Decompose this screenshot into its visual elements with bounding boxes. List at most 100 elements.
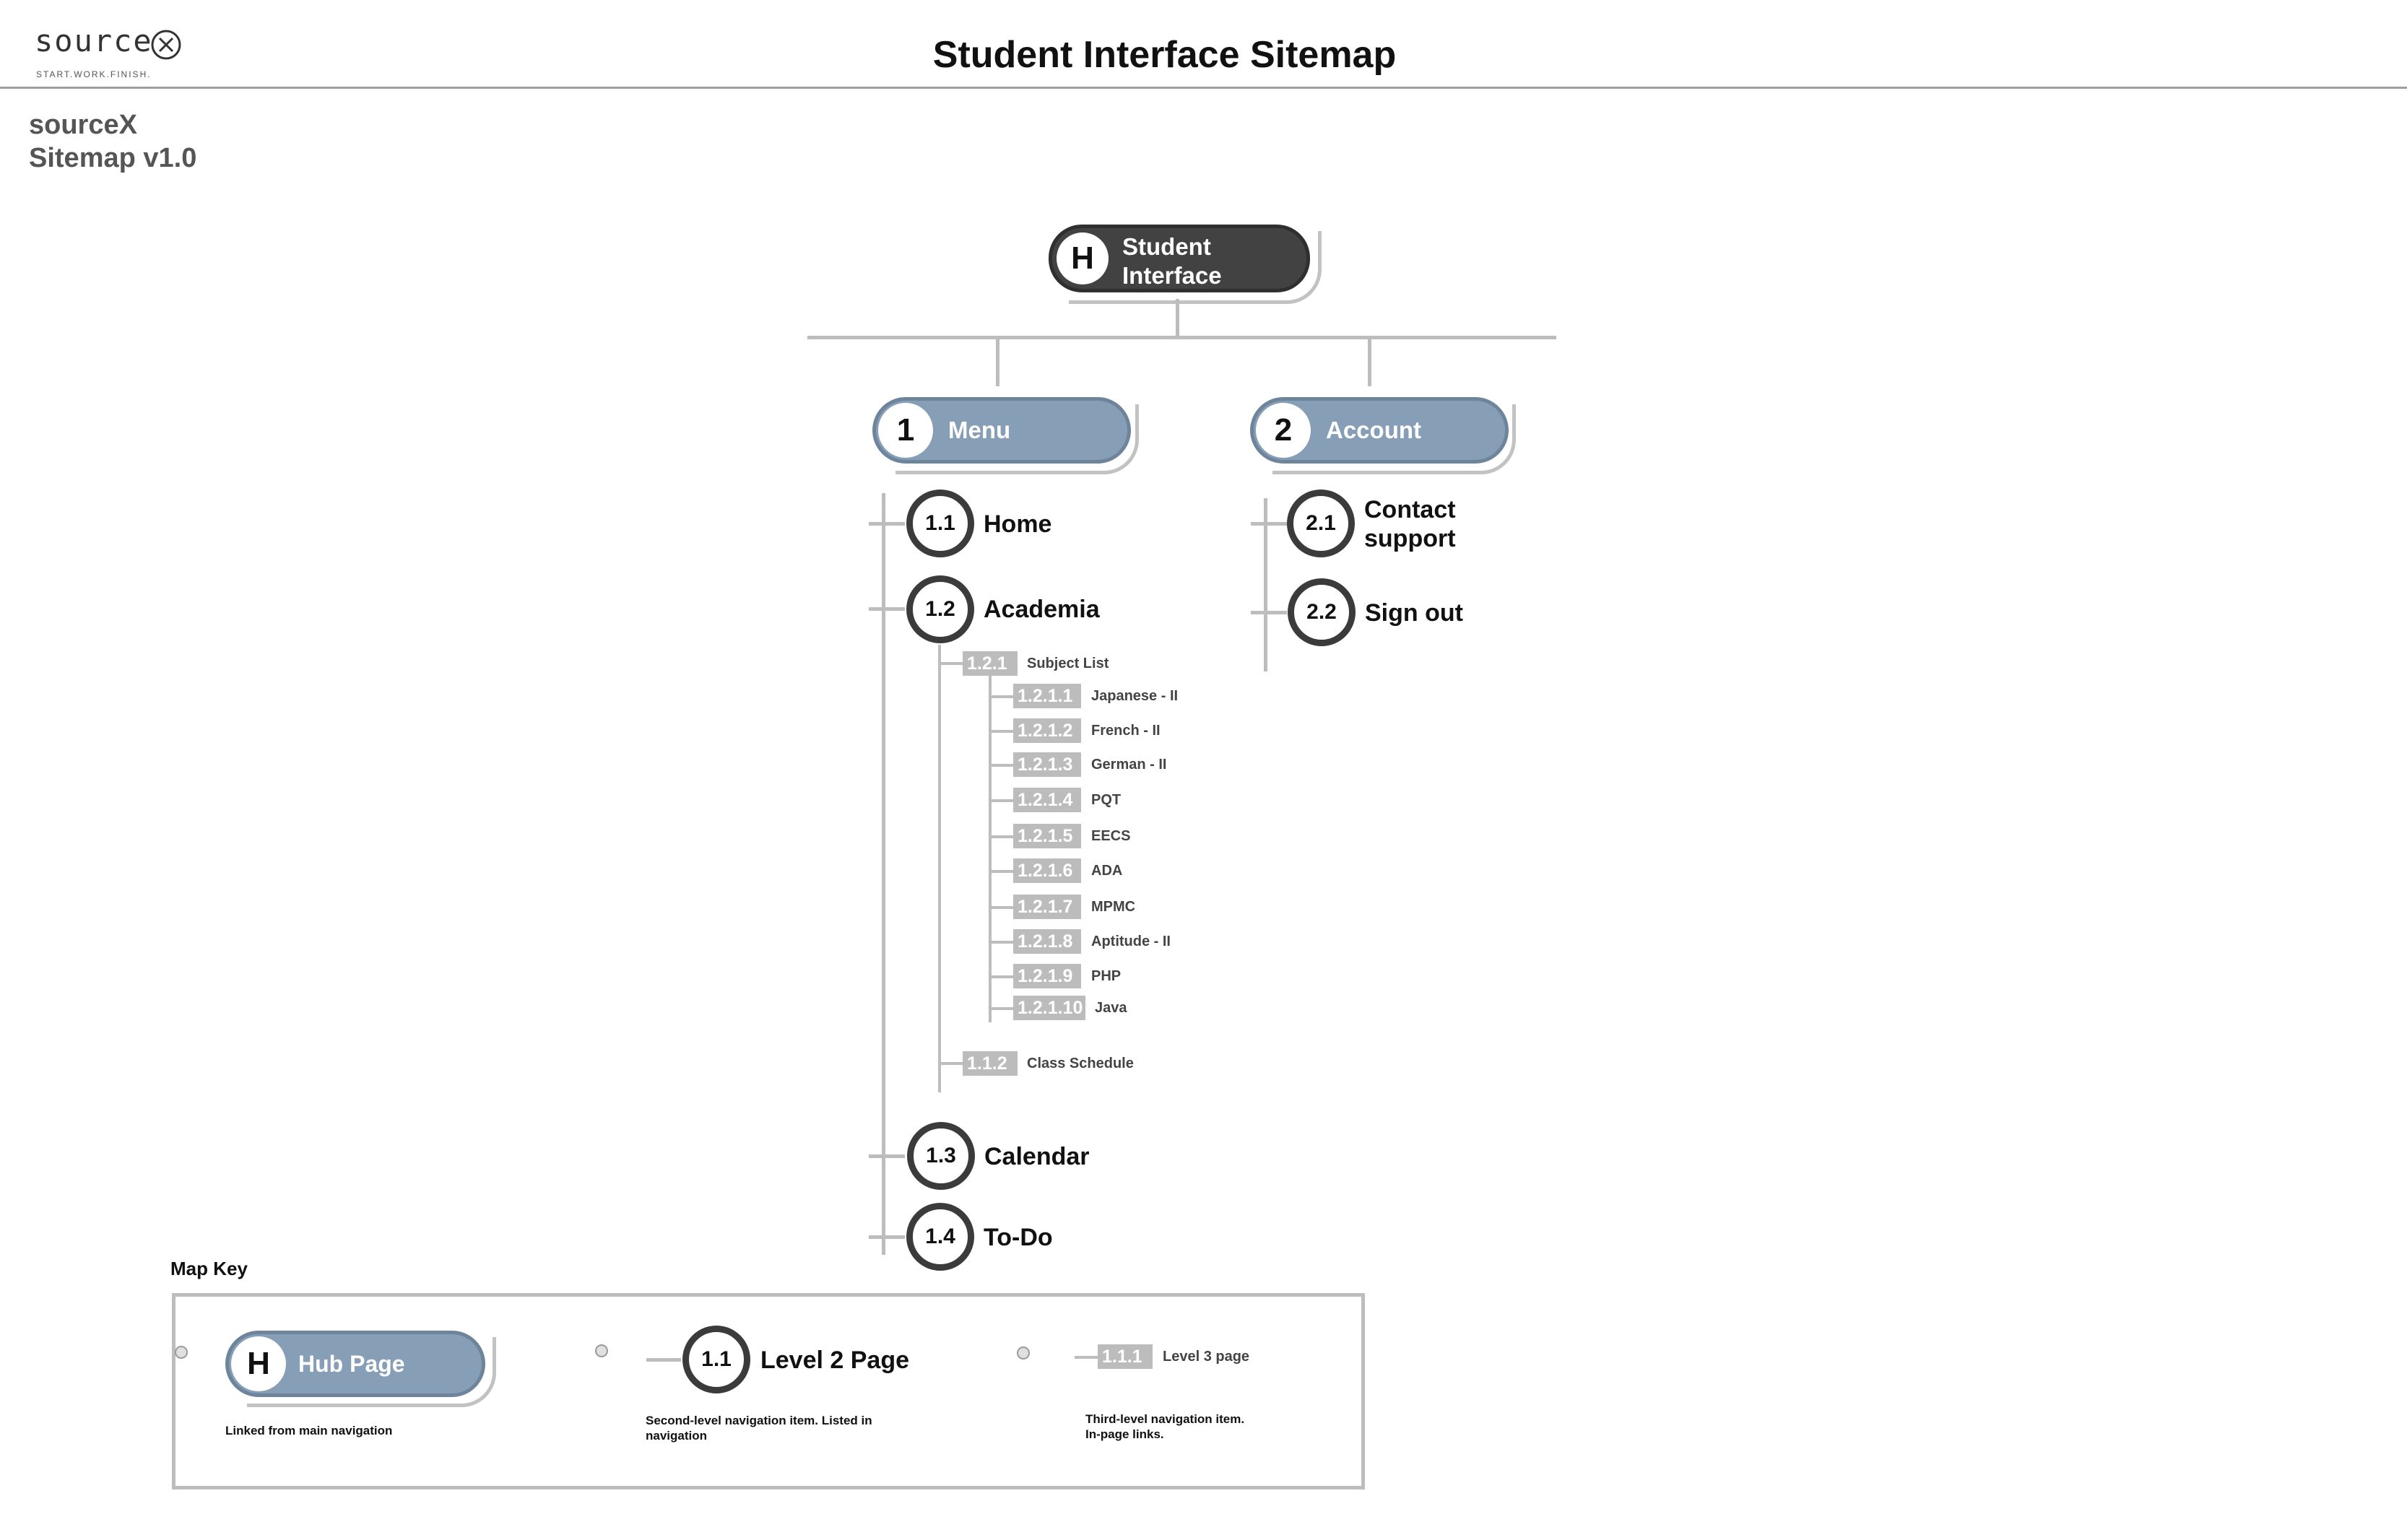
logo-tagline: START.WORK.FINISH. [36, 69, 152, 79]
subject-badge[interactable]: 1.2.1.3 [1013, 752, 1081, 777]
subject-tick [989, 730, 1013, 733]
account-badge: 2 [1256, 403, 1311, 458]
level3-badge-class-schedule[interactable]: 1.1.2 [963, 1051, 1018, 1076]
subject-tick [989, 941, 1013, 944]
key-level3-label: Level 3 page [1163, 1349, 1250, 1365]
subject-badge[interactable]: 1.2.1.9 [1013, 964, 1081, 988]
todo-tick [869, 1235, 905, 1239]
account-node-shadow [1272, 404, 1516, 474]
academia-children-line [938, 645, 941, 1092]
map-key-box [172, 1293, 1365, 1489]
key-level3-description: Third-level navigation item. In-page lin… [1085, 1412, 1245, 1441]
logo-x-icon [151, 30, 181, 60]
header-divider [0, 87, 2407, 89]
key-level3-tick [1075, 1356, 1098, 1359]
subject-label: Java [1095, 1000, 1127, 1016]
page-label-contact-support: Contact support [1364, 496, 1456, 552]
key-hub-shadow [247, 1337, 496, 1407]
subject-tick [989, 695, 1013, 698]
key-dot-level2 [595, 1344, 608, 1357]
key-level2-node: 1.1 [682, 1326, 750, 1393]
signout-tick [1251, 611, 1287, 614]
key-level2-description: Second-level navigation item. Listed in … [646, 1414, 872, 1443]
page-node-sign-out[interactable]: 2.2 [1288, 578, 1356, 646]
key-hub-node: H Hub Page [225, 1331, 485, 1397]
hub-label: Student Interface [1122, 233, 1222, 289]
hub-node[interactable]: H Student Interface [1049, 225, 1310, 292]
subjects-children-line [989, 676, 992, 1022]
page-title: Student Interface Sitemap [932, 34, 1397, 76]
calendar-tick [869, 1154, 905, 1158]
menu-connector [996, 336, 999, 386]
account-label: Account [1326, 417, 1421, 443]
subject-badge[interactable]: 1.2.1.6 [1013, 858, 1081, 883]
menu-children-line [882, 493, 885, 1255]
map-key-heading: Map Key [170, 1258, 248, 1279]
subject-badge[interactable]: 1.2.1.4 [1013, 788, 1081, 812]
page-node-home[interactable]: 1.1 [906, 490, 974, 557]
hub-badge: H [1057, 232, 1109, 284]
account-children-line [1264, 498, 1267, 671]
page-node-academia[interactable]: 1.2 [906, 575, 974, 643]
subject-label: EECS [1091, 828, 1131, 844]
logo-wordmark: source [35, 23, 153, 58]
subject-tick [989, 906, 1013, 909]
key-dot-level3 [1017, 1347, 1030, 1360]
level3-badge-subject-list[interactable]: 1.2.1 [963, 651, 1018, 676]
subject-badge[interactable]: 1.2.1.8 [1013, 929, 1081, 954]
subject-tick [989, 1007, 1013, 1010]
page-label-sign-out: Sign out [1365, 599, 1463, 627]
key-hub-badge: H [231, 1336, 286, 1391]
key-dot-hub [175, 1346, 188, 1359]
page-label-academia: Academia [984, 596, 1100, 623]
subject-list-tick [938, 662, 963, 665]
subject-label: German - II [1091, 757, 1167, 773]
subject-label: French - II [1091, 723, 1161, 739]
subject-label: Japanese - II [1091, 688, 1179, 704]
menu-node[interactable]: 1 Menu [872, 397, 1131, 464]
document-name: sourceX [29, 110, 137, 140]
key-hub-label: Hub Page [298, 1351, 405, 1377]
page-label-home: Home [984, 510, 1052, 538]
subject-badge[interactable]: 1.2.1.7 [1013, 895, 1081, 919]
contact-tick [1251, 522, 1287, 526]
key-level2-tick [646, 1358, 681, 1362]
subject-badge[interactable]: 1.2.1.2 [1013, 718, 1081, 743]
subject-label: PHP [1091, 968, 1122, 984]
subject-label: ADA [1091, 863, 1123, 879]
account-connector [1368, 336, 1371, 386]
key-level3-badge: 1.1.1 [1098, 1344, 1153, 1369]
key-level2-label: Level 2 Page [760, 1347, 910, 1374]
menu-badge: 1 [878, 403, 933, 458]
document-version: Sitemap v1.0 [29, 143, 197, 173]
menu-node-shadow [895, 404, 1139, 474]
subject-badge[interactable]: 1.2.1.1 [1013, 684, 1081, 708]
page-node-todo[interactable]: 1.4 [906, 1203, 974, 1271]
subject-label: MPMC [1091, 899, 1136, 915]
subject-tick [989, 975, 1013, 978]
menu-label: Menu [948, 417, 1011, 443]
home-tick [869, 522, 905, 526]
class-schedule-tick [938, 1062, 963, 1065]
subject-badge[interactable]: 1.2.1.10 [1013, 996, 1085, 1020]
page-label-calendar: Calendar [984, 1143, 1090, 1170]
subject-badge[interactable]: 1.2.1.5 [1013, 824, 1081, 848]
hub-connector [1176, 299, 1179, 339]
academia-tick [869, 607, 905, 611]
subject-tick [989, 764, 1013, 767]
hub-node-shadow [1069, 231, 1322, 304]
subject-tick [989, 799, 1013, 802]
account-node[interactable]: 2 Account [1250, 397, 1509, 464]
page-node-contact-support[interactable]: 2.1 [1287, 490, 1355, 557]
logo: source START.WORK.FINISH. [35, 22, 194, 82]
subject-tick [989, 835, 1013, 838]
page-label-todo: To-Do [984, 1224, 1053, 1251]
level3-label-subject-list: Subject List [1027, 656, 1109, 671]
level3-label-class-schedule: Class Schedule [1027, 1056, 1134, 1071]
subject-label: PQT [1091, 792, 1122, 808]
subject-tick [989, 870, 1013, 873]
key-hub-description: Linked from main navigation [225, 1424, 393, 1437]
hub-branch-line [807, 336, 1556, 339]
subject-label: Aptitude - II [1091, 934, 1171, 949]
page-node-calendar[interactable]: 1.3 [907, 1122, 975, 1190]
